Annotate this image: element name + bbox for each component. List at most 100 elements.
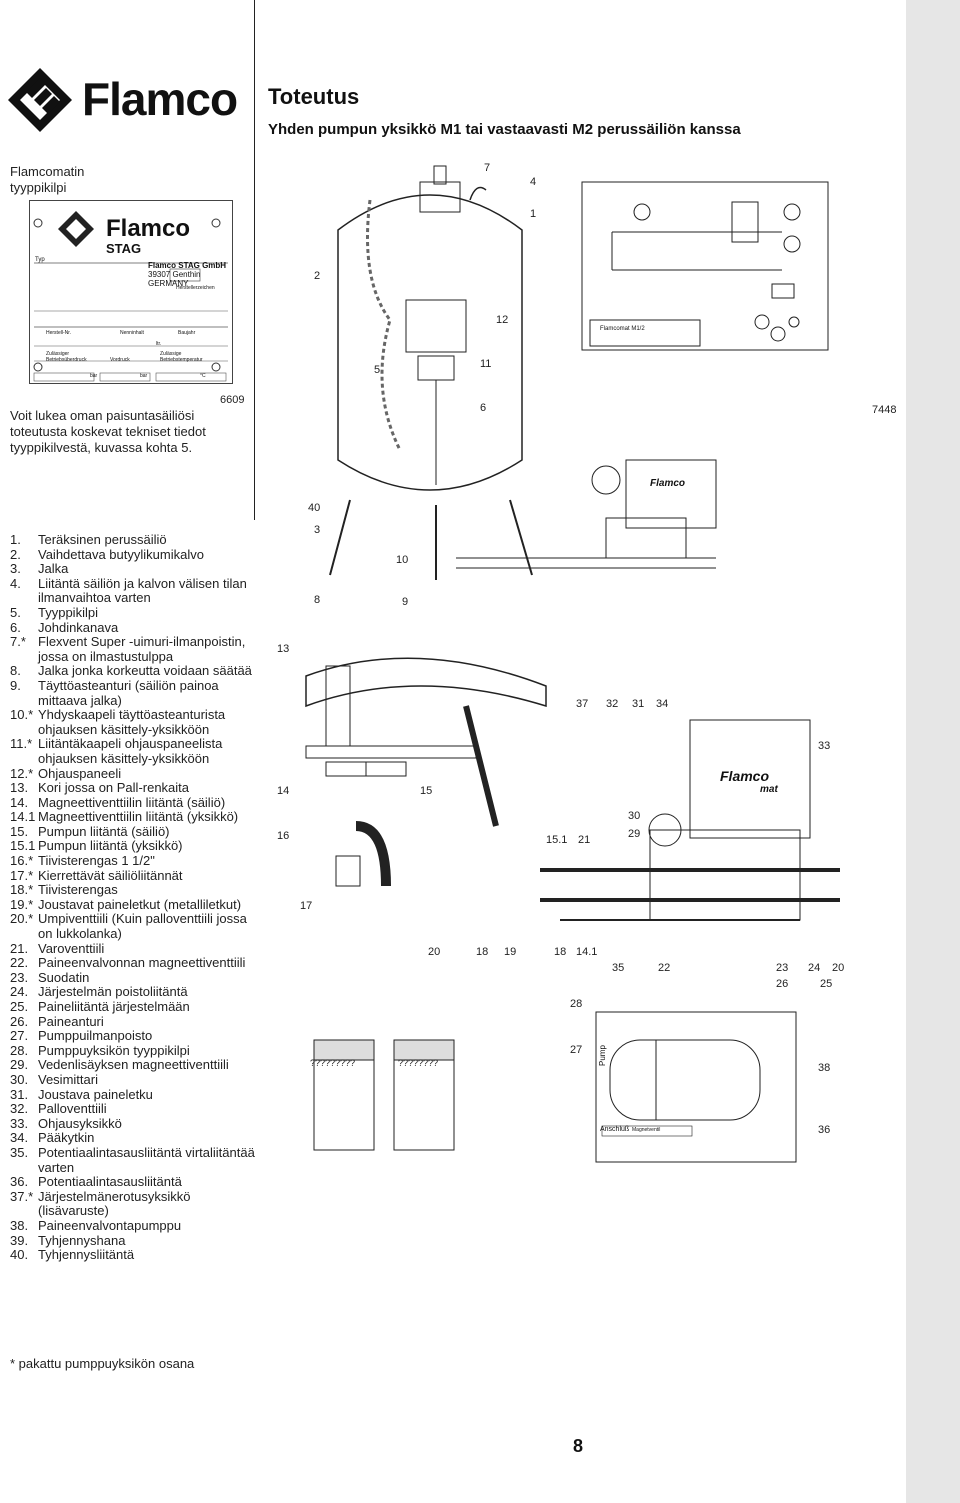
unit-brand-lower: Flamco: [720, 768, 770, 784]
part-description: Kori jossa on Pall-renkaita: [38, 780, 190, 796]
part-description: Varoventtiili: [38, 940, 105, 956]
nameplate-company: Flamco STAG GmbH: [148, 261, 227, 270]
part-description: Pumppuilmanpoisto: [38, 1028, 153, 1044]
part-number: 30.: [10, 1071, 29, 1087]
side-band: [906, 0, 960, 1503]
nameplate-baujahr: Baujahr: [178, 330, 196, 336]
part-number: 15.1: [10, 838, 36, 854]
parts-list-item: 5.Tyyppikilpi: [10, 604, 260, 621]
parts-list-item: 3.Jalka: [10, 562, 260, 577]
column-divider: [254, 0, 255, 520]
parts-list-item: 35.Potentiaalintasausliitäntä virtaliitä…: [10, 1144, 260, 1175]
part-number: 12.*: [10, 765, 34, 781]
part-description: Tiivisterengas: [38, 882, 118, 898]
lower-detail-drawing: [305, 657, 547, 887]
part-description: Johdinkanava: [38, 619, 119, 635]
callout-14-1: 14.1: [576, 946, 598, 958]
callout-15: 15: [420, 785, 433, 797]
callout-25: 25: [820, 978, 833, 990]
callout-15-1: 15.1: [546, 834, 568, 846]
part-number: 22.: [10, 955, 29, 971]
nameplate-nenninhalt: Nenninhalt: [120, 330, 144, 336]
parts-list-item: 26.Paineanturi: [10, 1013, 260, 1030]
parts-list-item: 17.*Kierrettävät säiliöliitännät: [10, 868, 260, 884]
part-number: 40.: [10, 1247, 29, 1263]
part-number: 39.: [10, 1232, 29, 1248]
part-number: 26.: [10, 1013, 29, 1029]
callout-28: 28: [570, 998, 583, 1010]
callout-6: 6: [480, 402, 487, 414]
callout-40: 40: [308, 502, 321, 514]
bottom-left-detail: [313, 1039, 455, 1151]
panel-label: Flamcomat M1/2: [600, 326, 645, 332]
callout-17: 17: [300, 900, 313, 912]
parts-list-item: 23.Suodatin: [10, 970, 260, 986]
part-description: Pumppuyksikön tyyppikilpi: [38, 1042, 190, 1058]
part-description: Jalka jonka korkeutta voidaan säätää: [38, 663, 252, 679]
part-number: 29.: [10, 1057, 29, 1073]
callout-24: 24: [808, 962, 821, 974]
callout-21: 21: [578, 834, 591, 846]
part-description: Joustavat paineletkut (metalliletkut): [38, 896, 242, 912]
callout-33: 33: [818, 740, 831, 752]
parts-list-item: 6. Johdinkanava: [10, 619, 260, 636]
part-number: 11.*: [10, 736, 33, 752]
parts-list-item: 1.Teräksinen perussäiliö: [10, 532, 260, 548]
callout-20b: 20: [832, 962, 845, 974]
part-description: Järjestelmänerotusyksikkö (lisävaruste): [38, 1188, 191, 1219]
part-description: Ohjauspaneeli: [38, 765, 122, 781]
part-number: 28.: [10, 1042, 29, 1058]
callout-35: 35: [612, 962, 625, 974]
part-description: Vaihdettava butyylikumikalvo: [38, 546, 204, 562]
parts-list-item: 9.Täyttöasteanturi (säiliön painoa mitta…: [10, 678, 260, 708]
footnote: * pakattu pumppuyksikön osana: [10, 1356, 195, 1371]
parts-list-item: 22.Paineenvalvonnan magneettiventtiili: [10, 956, 260, 971]
callout-1: 1: [530, 208, 537, 220]
anschluss-label: Anschluß: [600, 1126, 630, 1133]
callout-19: 19: [504, 946, 517, 958]
part-description: Magneettiventtiilin liitäntä (yksikkö): [38, 809, 239, 825]
nameplate-brand-sub: STAG: [106, 241, 142, 256]
part-description: Yhdyskaapeli täyttöasteanturista ohjauks…: [38, 707, 226, 737]
part-description: Pumpun liitäntä (säiliö): [38, 823, 170, 839]
nameplate-bar1: bar: [90, 373, 98, 379]
part-number: 14.: [10, 794, 29, 810]
parts-list-item: 32.Palloventtiili: [10, 1102, 260, 1117]
callout-13: 13: [277, 643, 290, 655]
part-number: 6.: [10, 619, 21, 635]
figure-code-7448: 7448: [872, 404, 897, 416]
part-description: Palloventtiili: [38, 1101, 107, 1117]
nameplate-vordruck: Vordruck: [110, 357, 130, 363]
figure-code-6609: 6609: [220, 394, 245, 406]
callout-18: 18: [476, 946, 489, 958]
part-description: Pumpun liitäntä (yksikkö): [38, 838, 183, 854]
callout-16: 16: [277, 830, 290, 842]
part-number: 36.: [10, 1174, 29, 1190]
callout-11: 11: [480, 358, 492, 370]
part-number: 13.: [10, 780, 29, 796]
callout-8: 8: [314, 594, 321, 606]
unknown-label-2: ????????: [398, 1058, 439, 1068]
part-description: Tyhjennyshana: [38, 1232, 126, 1248]
part-description: Vesimittari: [38, 1071, 98, 1087]
part-number: 35.: [10, 1144, 29, 1160]
part-number: 20.*: [10, 911, 34, 927]
callout-4: 4: [530, 176, 537, 188]
callout-29: 29: [628, 828, 641, 840]
parts-list-item: 28. Pumppuyksikön tyyppikilpi: [10, 1042, 260, 1059]
callout-18b: 18: [554, 946, 567, 958]
part-description: Järjestelmän poistoliitäntä: [38, 984, 188, 1000]
callout-22: 22: [658, 962, 671, 974]
parts-list-item: 14.Magneettiventtiilin liitäntä (säiliö): [10, 794, 260, 811]
parts-list-item: 37.*Järjestelmänerotusyksikkö (lisävarus…: [10, 1188, 260, 1219]
nameplate-caption: Flamcomatin tyyppikilpi: [10, 164, 85, 195]
parts-list-item: 36.Potentiaalintasausliitäntä: [10, 1175, 260, 1190]
parts-list-item: 12.*Ohjauspaneeli: [10, 765, 260, 782]
nameplate-herstell-nr: Herstell-Nr.: [46, 330, 72, 336]
part-number: 27.: [10, 1028, 29, 1044]
part-number: 37.*: [10, 1188, 34, 1204]
part-description: Jalka: [38, 561, 69, 577]
part-description: Tyyppikilpi: [38, 604, 98, 620]
